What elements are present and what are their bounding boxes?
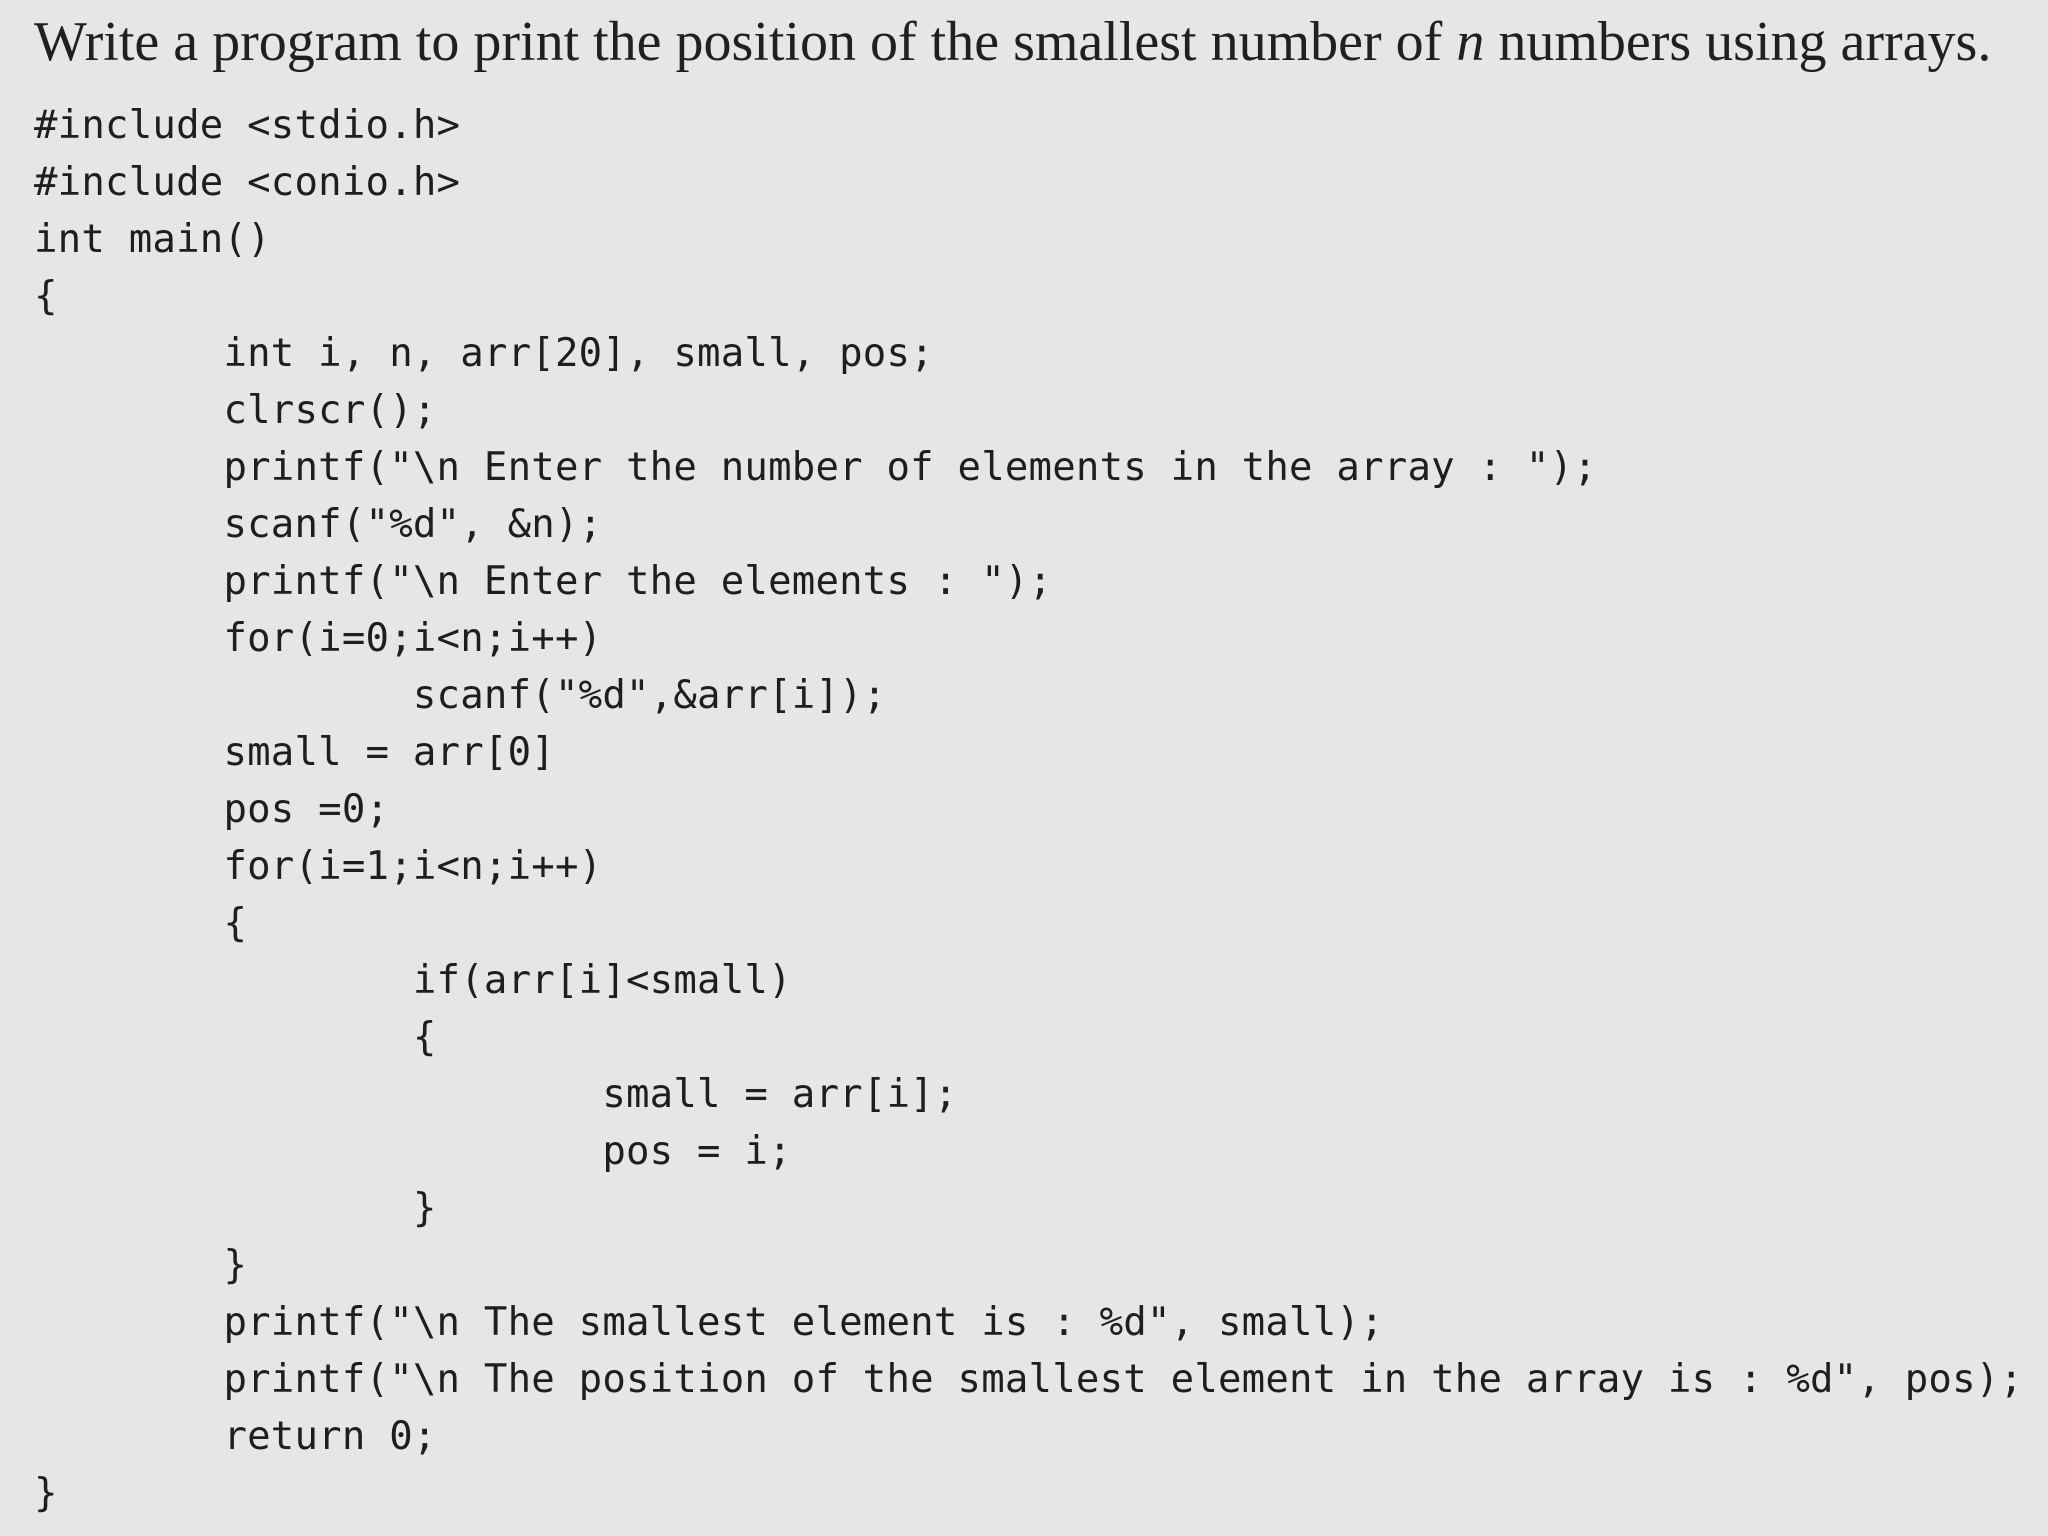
code-listing: #include <stdio.h> #include <conio.h> in… bbox=[34, 97, 2023, 1522]
question-heading: Write a program to print the position of… bbox=[34, 6, 1991, 78]
code-line: } bbox=[34, 1186, 437, 1231]
code-line: } bbox=[34, 1243, 248, 1288]
code-line: #include <conio.h> bbox=[34, 160, 461, 205]
code-line: int main() bbox=[34, 217, 271, 262]
code-line: return 0; bbox=[34, 1414, 437, 1459]
code-line: for(i=0;i<n;i++) bbox=[34, 616, 603, 661]
code-line: clrscr(); bbox=[34, 388, 437, 433]
code-line: small = arr[i]; bbox=[34, 1072, 958, 1117]
question-text-after: numbers using arrays. bbox=[1484, 11, 1992, 73]
code-line: pos = i; bbox=[34, 1129, 792, 1174]
code-line: scanf("%d",&arr[i]); bbox=[34, 673, 887, 718]
code-line: if(arr[i]<small) bbox=[34, 958, 792, 1003]
code-line: int i, n, arr[20], small, pos; bbox=[34, 331, 934, 376]
code-line: pos =0; bbox=[34, 787, 390, 832]
question-variable: n bbox=[1456, 11, 1485, 73]
code-line: } bbox=[34, 1471, 58, 1516]
code-line: printf("\n The smallest element is : %d"… bbox=[34, 1300, 1384, 1345]
code-line: scanf("%d", &n); bbox=[34, 502, 603, 547]
code-line: { bbox=[34, 274, 58, 319]
code-line: printf("\n Enter the number of elements … bbox=[34, 445, 1597, 490]
code-line: for(i=1;i<n;i++) bbox=[34, 844, 603, 889]
code-line: printf("\n Enter the elements : "); bbox=[34, 559, 1053, 604]
code-line: { bbox=[34, 901, 248, 946]
code-line: printf("\n The position of the smallest … bbox=[34, 1357, 2024, 1402]
code-line: { bbox=[34, 1015, 437, 1060]
code-line: #include <stdio.h> bbox=[34, 103, 461, 148]
code-line: small = arr[0] bbox=[34, 730, 555, 775]
question-text-before: Write a program to print the position of… bbox=[34, 11, 1457, 73]
